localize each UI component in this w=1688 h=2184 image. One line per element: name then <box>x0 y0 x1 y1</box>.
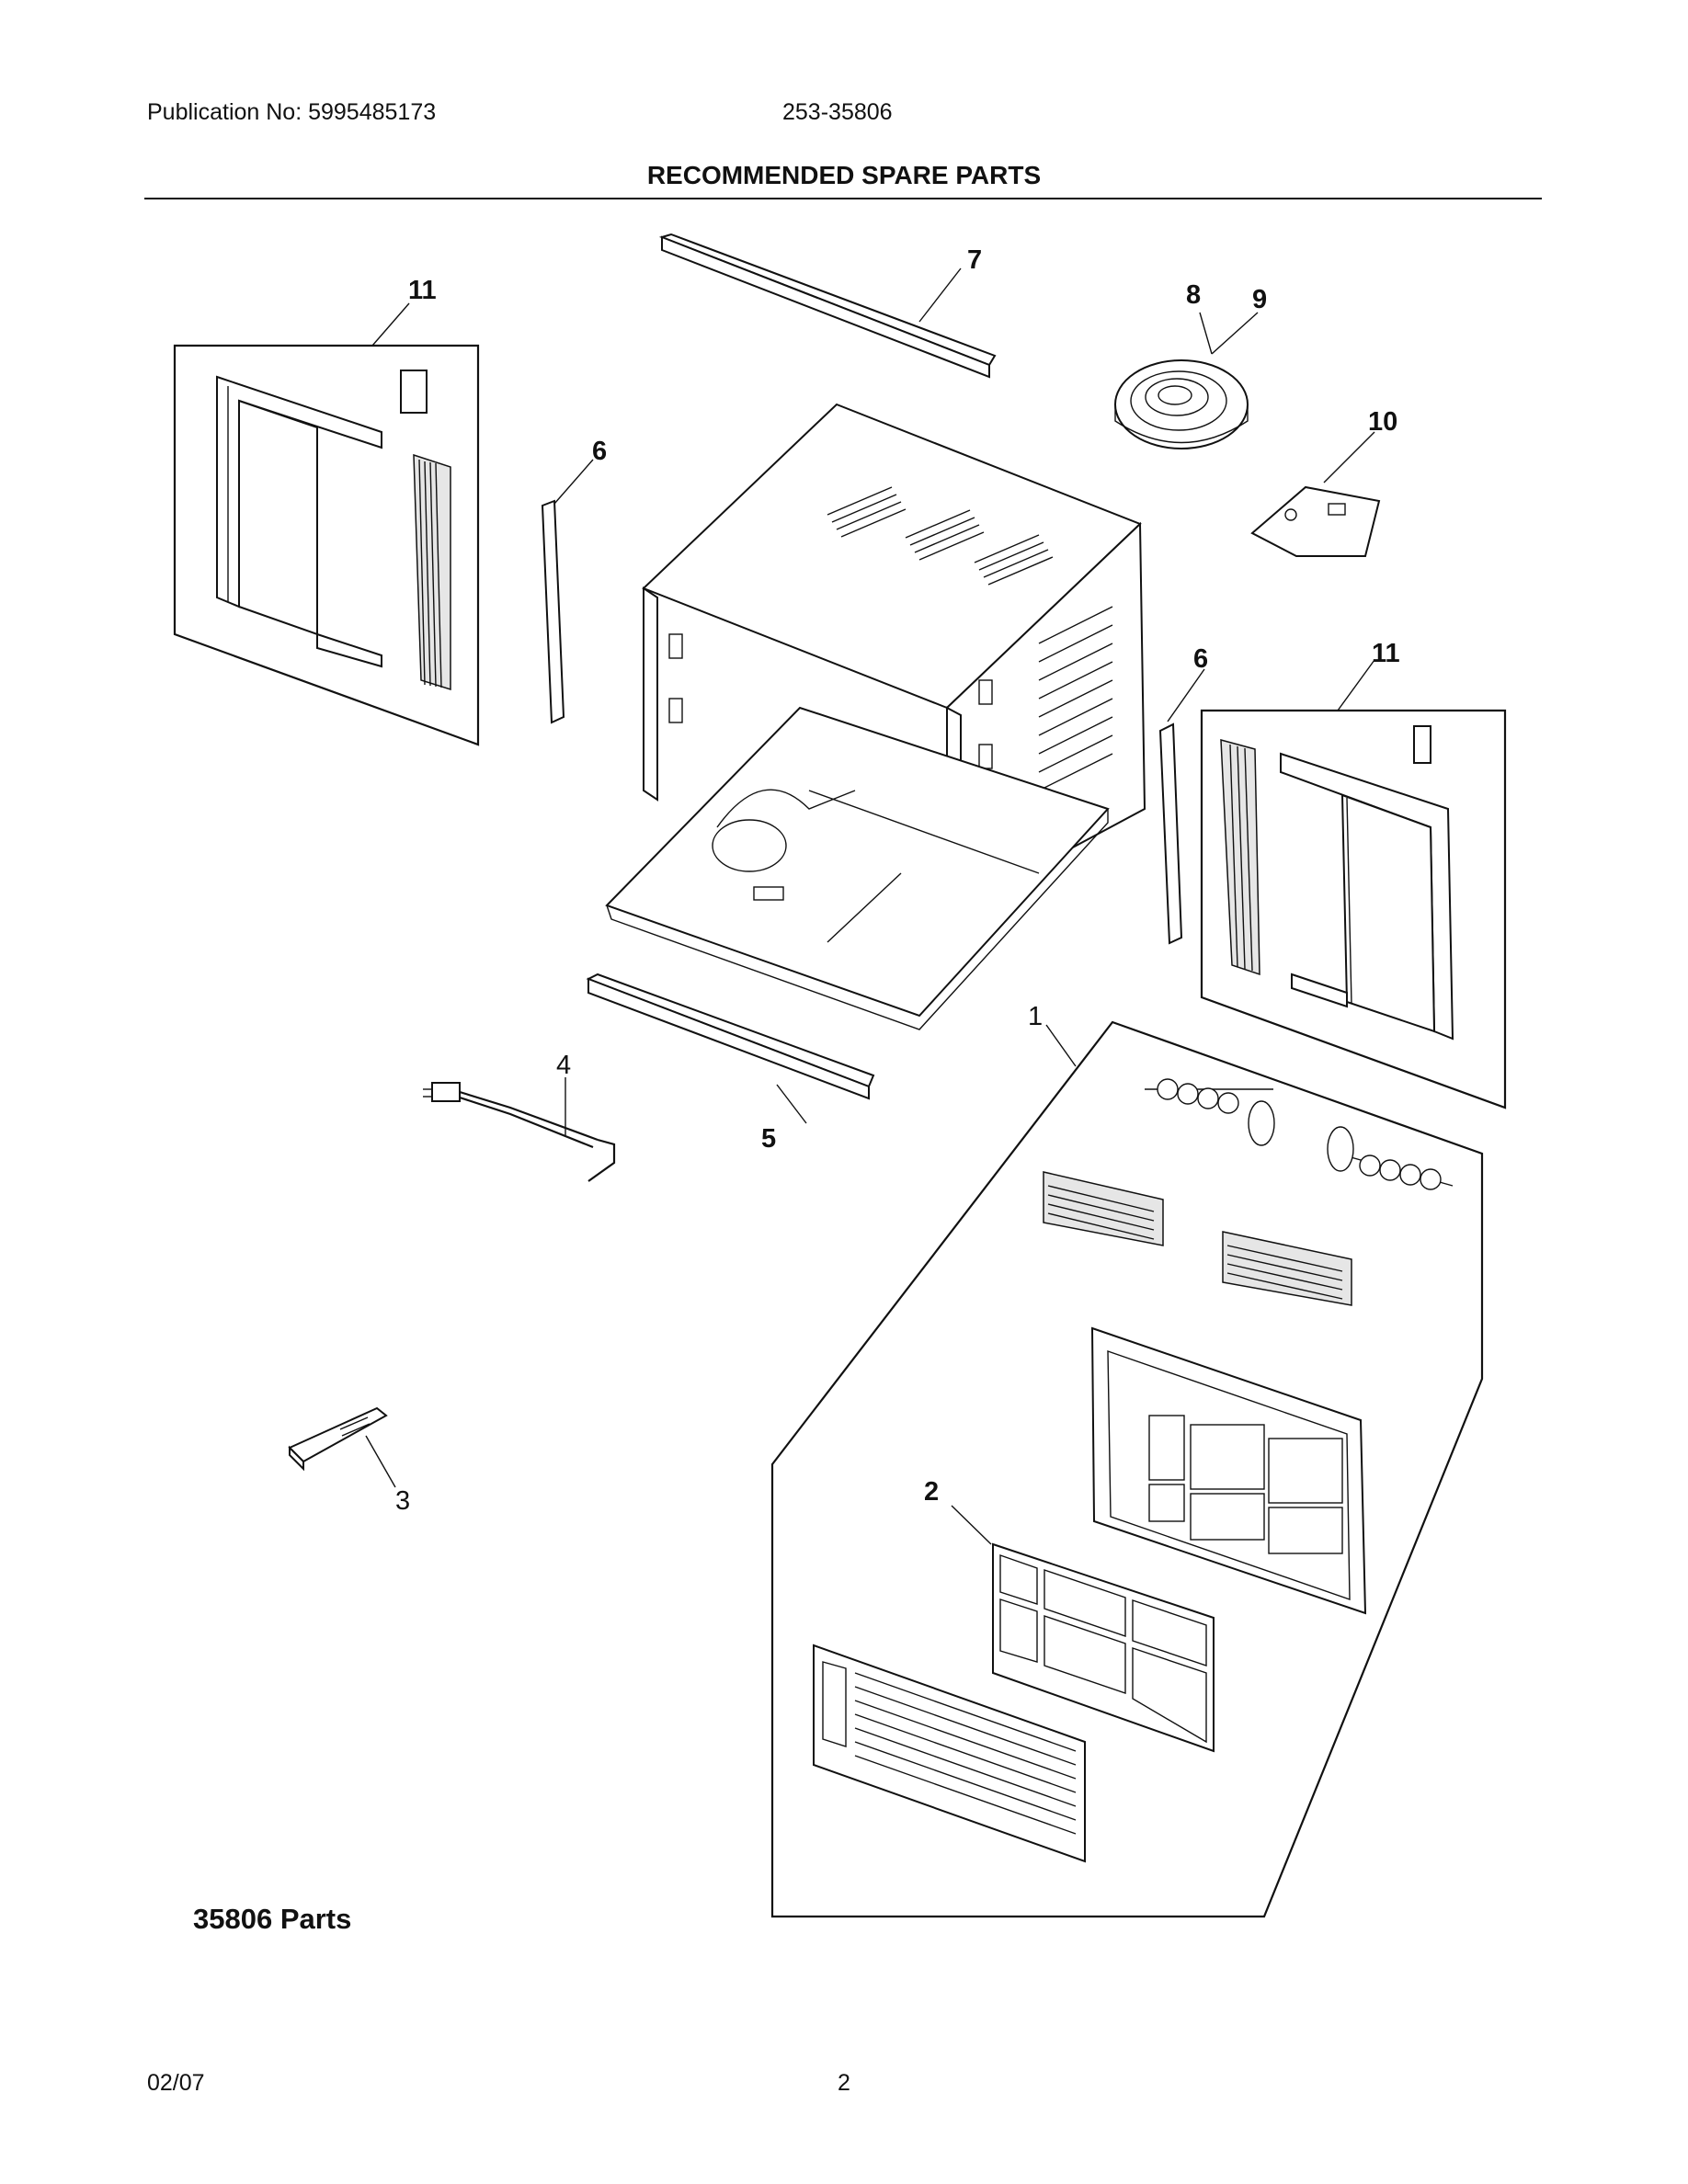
leader-lines <box>365 267 1375 1545</box>
part-10-hardware-bag <box>1250 485 1381 557</box>
callout-11-left: 11 <box>408 276 437 305</box>
title-rule <box>144 198 1542 199</box>
callout-9: 9 <box>1252 285 1267 314</box>
page-title: RECOMMENDED SPARE PARTS <box>646 161 1042 189</box>
part-11-right-window-kit <box>1200 709 1507 1109</box>
callout-5: 5 <box>761 1124 776 1154</box>
parts-8-9-foam-seal-coil <box>1114 359 1249 449</box>
part-6-right-seal-strip <box>1158 722 1183 945</box>
part-3-remote-control <box>288 1406 388 1472</box>
model-code: 253-35806 <box>782 99 893 125</box>
page-number: 2 <box>838 2070 850 2096</box>
callout-6-right: 6 <box>1193 644 1208 674</box>
callout-2: 2 <box>924 1477 939 1507</box>
part-6-left-seal-strip <box>541 499 565 724</box>
part-4-power-cord <box>423 1082 616 1182</box>
parts-caption: 35806 Parts <box>193 1903 352 1935</box>
callout-10: 10 <box>1368 407 1397 437</box>
callout-6-left: 6 <box>592 437 607 466</box>
callout-1: 1 <box>1028 1002 1043 1031</box>
part-7-top-rail <box>658 233 997 379</box>
callout-7: 7 <box>967 245 982 275</box>
part-2-air-filter <box>992 1542 1215 1753</box>
callout-3: 3 <box>395 1486 410 1516</box>
part-11-left-window-kit <box>173 344 480 746</box>
callout-11-right: 11 <box>1372 639 1400 668</box>
part-1-front-grille-kit <box>770 1020 1484 1918</box>
part-5-bottom-rail <box>586 973 875 1100</box>
footer-date: 02/07 <box>147 2070 205 2096</box>
callout-8: 8 <box>1186 280 1201 310</box>
callout-4: 4 <box>556 1051 571 1080</box>
publication-number: Publication No: 5995485173 <box>147 99 437 125</box>
base-pan <box>605 706 1110 1030</box>
